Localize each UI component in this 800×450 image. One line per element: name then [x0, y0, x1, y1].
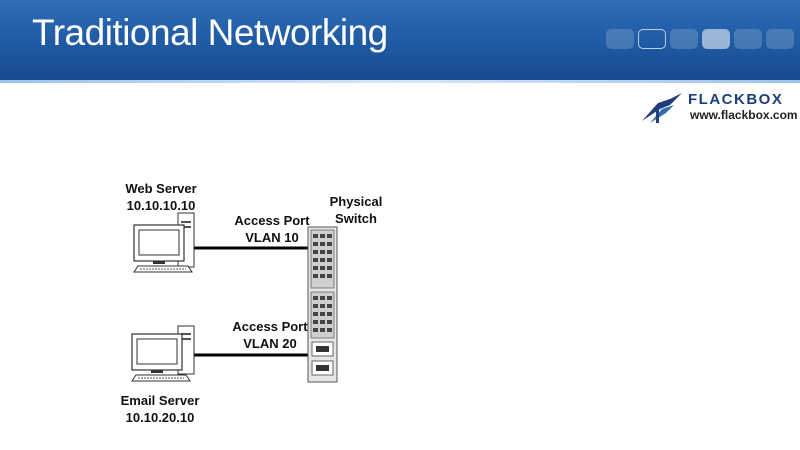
decor-square	[702, 29, 730, 49]
decor-square	[638, 29, 666, 49]
decorative-squares	[606, 29, 794, 49]
flackbox-logo: FLACKBOX www.flackbox.com	[640, 91, 798, 125]
vlan20-port-label: Access Port VLAN 20	[224, 318, 316, 352]
switch-label: Physical Switch	[318, 193, 394, 227]
slide-header: Traditional Networking	[0, 0, 800, 80]
slide-title: Traditional Networking	[32, 12, 388, 53]
header-stripe	[0, 80, 800, 83]
web-server-label: Web Server 10.10.10.10	[108, 180, 214, 214]
physical-switch-icon	[307, 226, 338, 383]
email-server-name: Email Server	[120, 393, 200, 408]
web-server-name: Web Server	[125, 181, 197, 196]
flackbox-bird-icon	[642, 93, 682, 123]
email-server-computer-icon	[131, 325, 195, 382]
web-server-ip: 10.10.10.10	[126, 198, 196, 213]
vlan10-port-type: Access Port	[234, 213, 310, 228]
logo-brand-text: FLACKBOX	[688, 91, 784, 108]
decor-square	[670, 29, 698, 49]
decor-square	[606, 29, 634, 49]
vlan20-vlan-id: VLAN 20	[243, 336, 297, 351]
switch-label-line1: Physical	[329, 194, 383, 209]
web-server-computer-icon	[133, 212, 195, 273]
decor-square	[766, 29, 794, 49]
email-server-label: Email Server 10.10.20.10	[104, 392, 216, 426]
decor-square	[734, 29, 762, 49]
switch-label-line2: Switch	[335, 211, 377, 226]
email-server-ip: 10.10.20.10	[125, 410, 195, 425]
vlan10-port-label: Access Port VLAN 10	[226, 212, 318, 246]
vlan10-vlan-id: VLAN 10	[245, 230, 299, 245]
logo-url-text: www.flackbox.com	[690, 108, 798, 122]
vlan20-port-type: Access Port	[232, 319, 308, 334]
